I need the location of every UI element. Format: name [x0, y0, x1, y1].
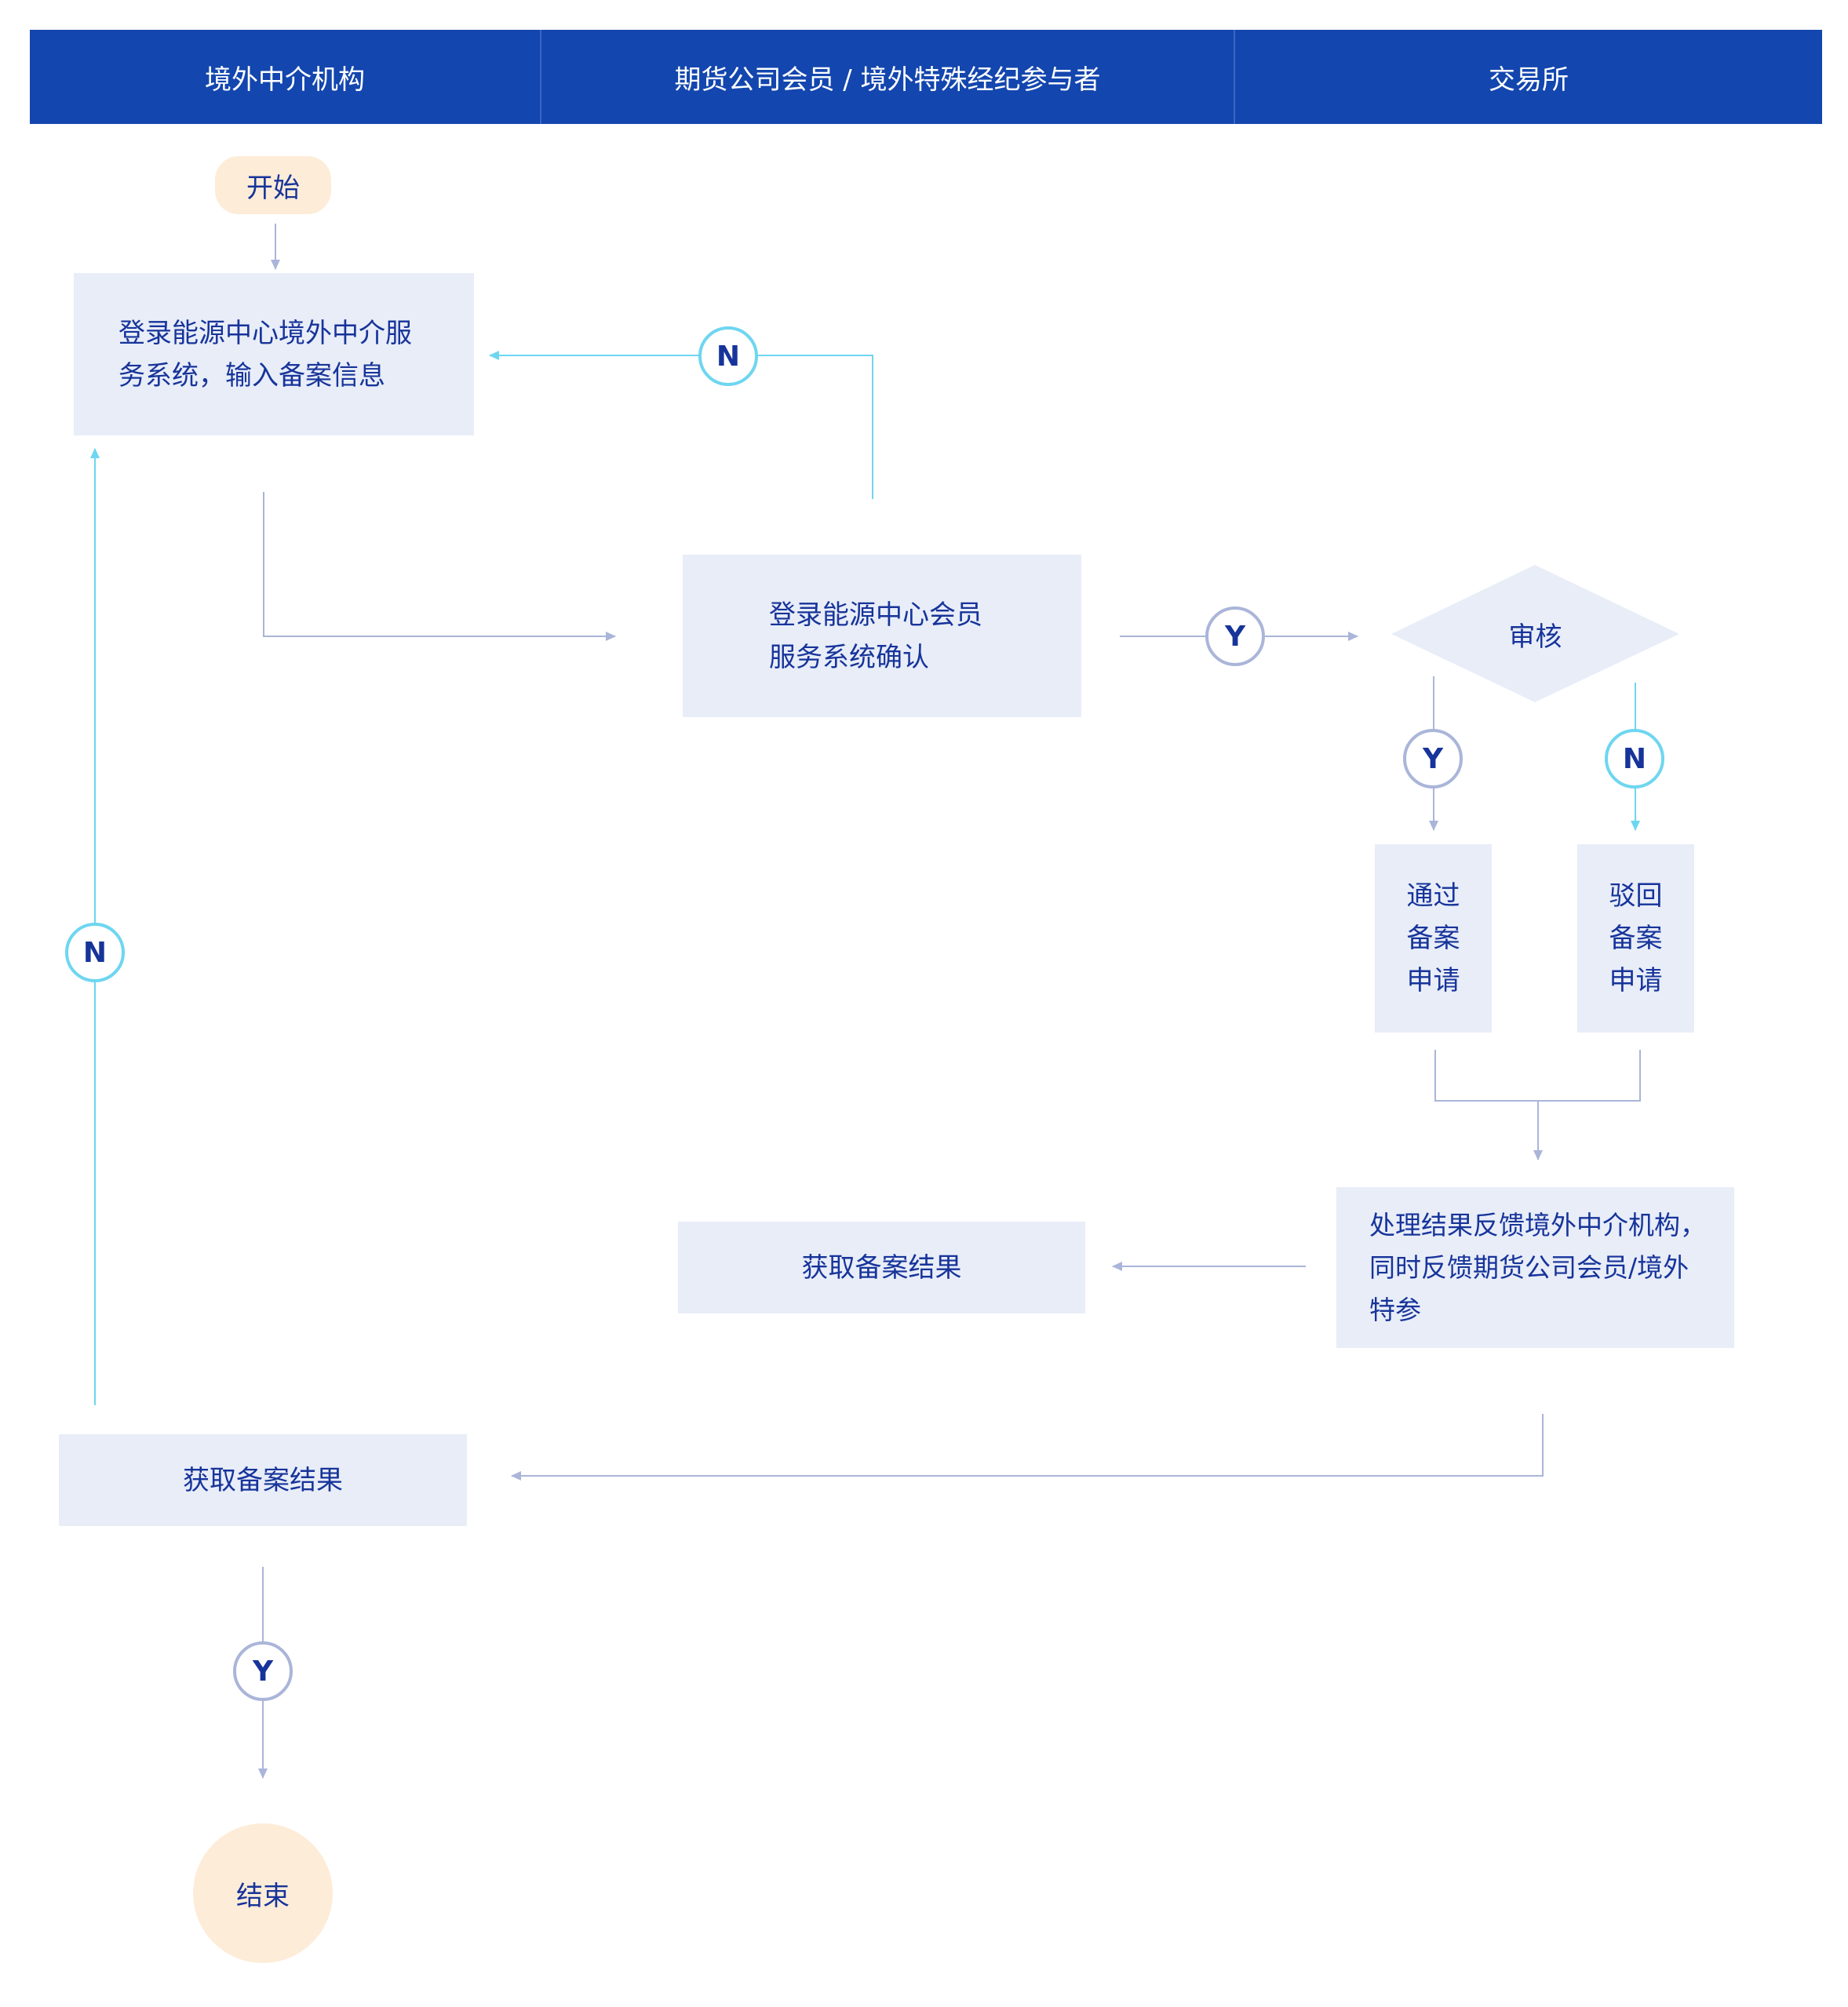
- feedback-box: 处理结果反馈境外中介机构， 同时反馈期货公司会员/境外 特参: [1336, 1187, 1734, 1348]
- approve-line1: 通过: [1406, 880, 1460, 912]
- badge-no-result: N: [65, 923, 125, 982]
- merge-line: [1434, 1050, 1641, 1102]
- feedback-line2: 同时反馈期货公司会员/境外: [1369, 1251, 1689, 1283]
- approve-line3: 申请: [1406, 965, 1460, 996]
- reject-box: 驳回 备案 申请: [1577, 844, 1694, 1033]
- review-label: 审核: [1508, 621, 1562, 653]
- lane-exchange: 交易所: [1234, 30, 1822, 124]
- start-node: 开始: [215, 156, 331, 214]
- lane-member: 期货公司会员 / 境外特殊经纪参与者: [540, 30, 1234, 124]
- reject-line1: 驳回: [1609, 880, 1663, 912]
- end-node: 结束: [193, 1823, 333, 1963]
- reject-line2: 备案: [1609, 923, 1663, 954]
- reject-line3: 申请: [1609, 965, 1663, 996]
- lane-header: 境外中介机构 期货公司会员 / 境外特殊经纪参与者 交易所: [30, 30, 1822, 124]
- member-result-box: 获取备案结果: [678, 1222, 1085, 1313]
- approve-box: 通过 备案 申请: [1375, 844, 1492, 1033]
- review-diamond: [1391, 565, 1679, 702]
- arrow-feedback-to-intermediary-result: [511, 1414, 1544, 1481]
- arrow-confirm-reject-to-login: [489, 351, 873, 499]
- login-intermediary-line1: 登录能源中心境外中介服: [118, 317, 412, 349]
- member-confirm-line2: 服务系统确认: [769, 641, 929, 673]
- feedback-line1: 处理结果反馈境外中介机构，: [1369, 1209, 1706, 1240]
- arrow-login-to-confirm: [263, 492, 616, 641]
- login-intermediary-box: 登录能源中心境外中介服 务系统，输入备案信息: [74, 273, 474, 435]
- badge-no-confirm: N: [698, 326, 758, 386]
- approve-line2: 备案: [1406, 923, 1460, 954]
- intermediary-result-box: 获取备案结果: [59, 1434, 467, 1526]
- member-confirm-line1: 登录能源中心会员: [769, 599, 982, 631]
- feedback-line3: 特参: [1369, 1294, 1421, 1325]
- badge-yes-confirm: Y: [1205, 606, 1265, 666]
- badge-no-review: N: [1605, 729, 1664, 789]
- badge-yes-review: Y: [1403, 729, 1463, 789]
- badge-yes-result: Y: [233, 1641, 293, 1701]
- login-intermediary-line2: 务系统，输入备案信息: [118, 359, 385, 392]
- member-confirm-box: 登录能源中心会员 服务系统确认: [683, 555, 1081, 717]
- lane-intermediary: 境外中介机构: [205, 64, 365, 96]
